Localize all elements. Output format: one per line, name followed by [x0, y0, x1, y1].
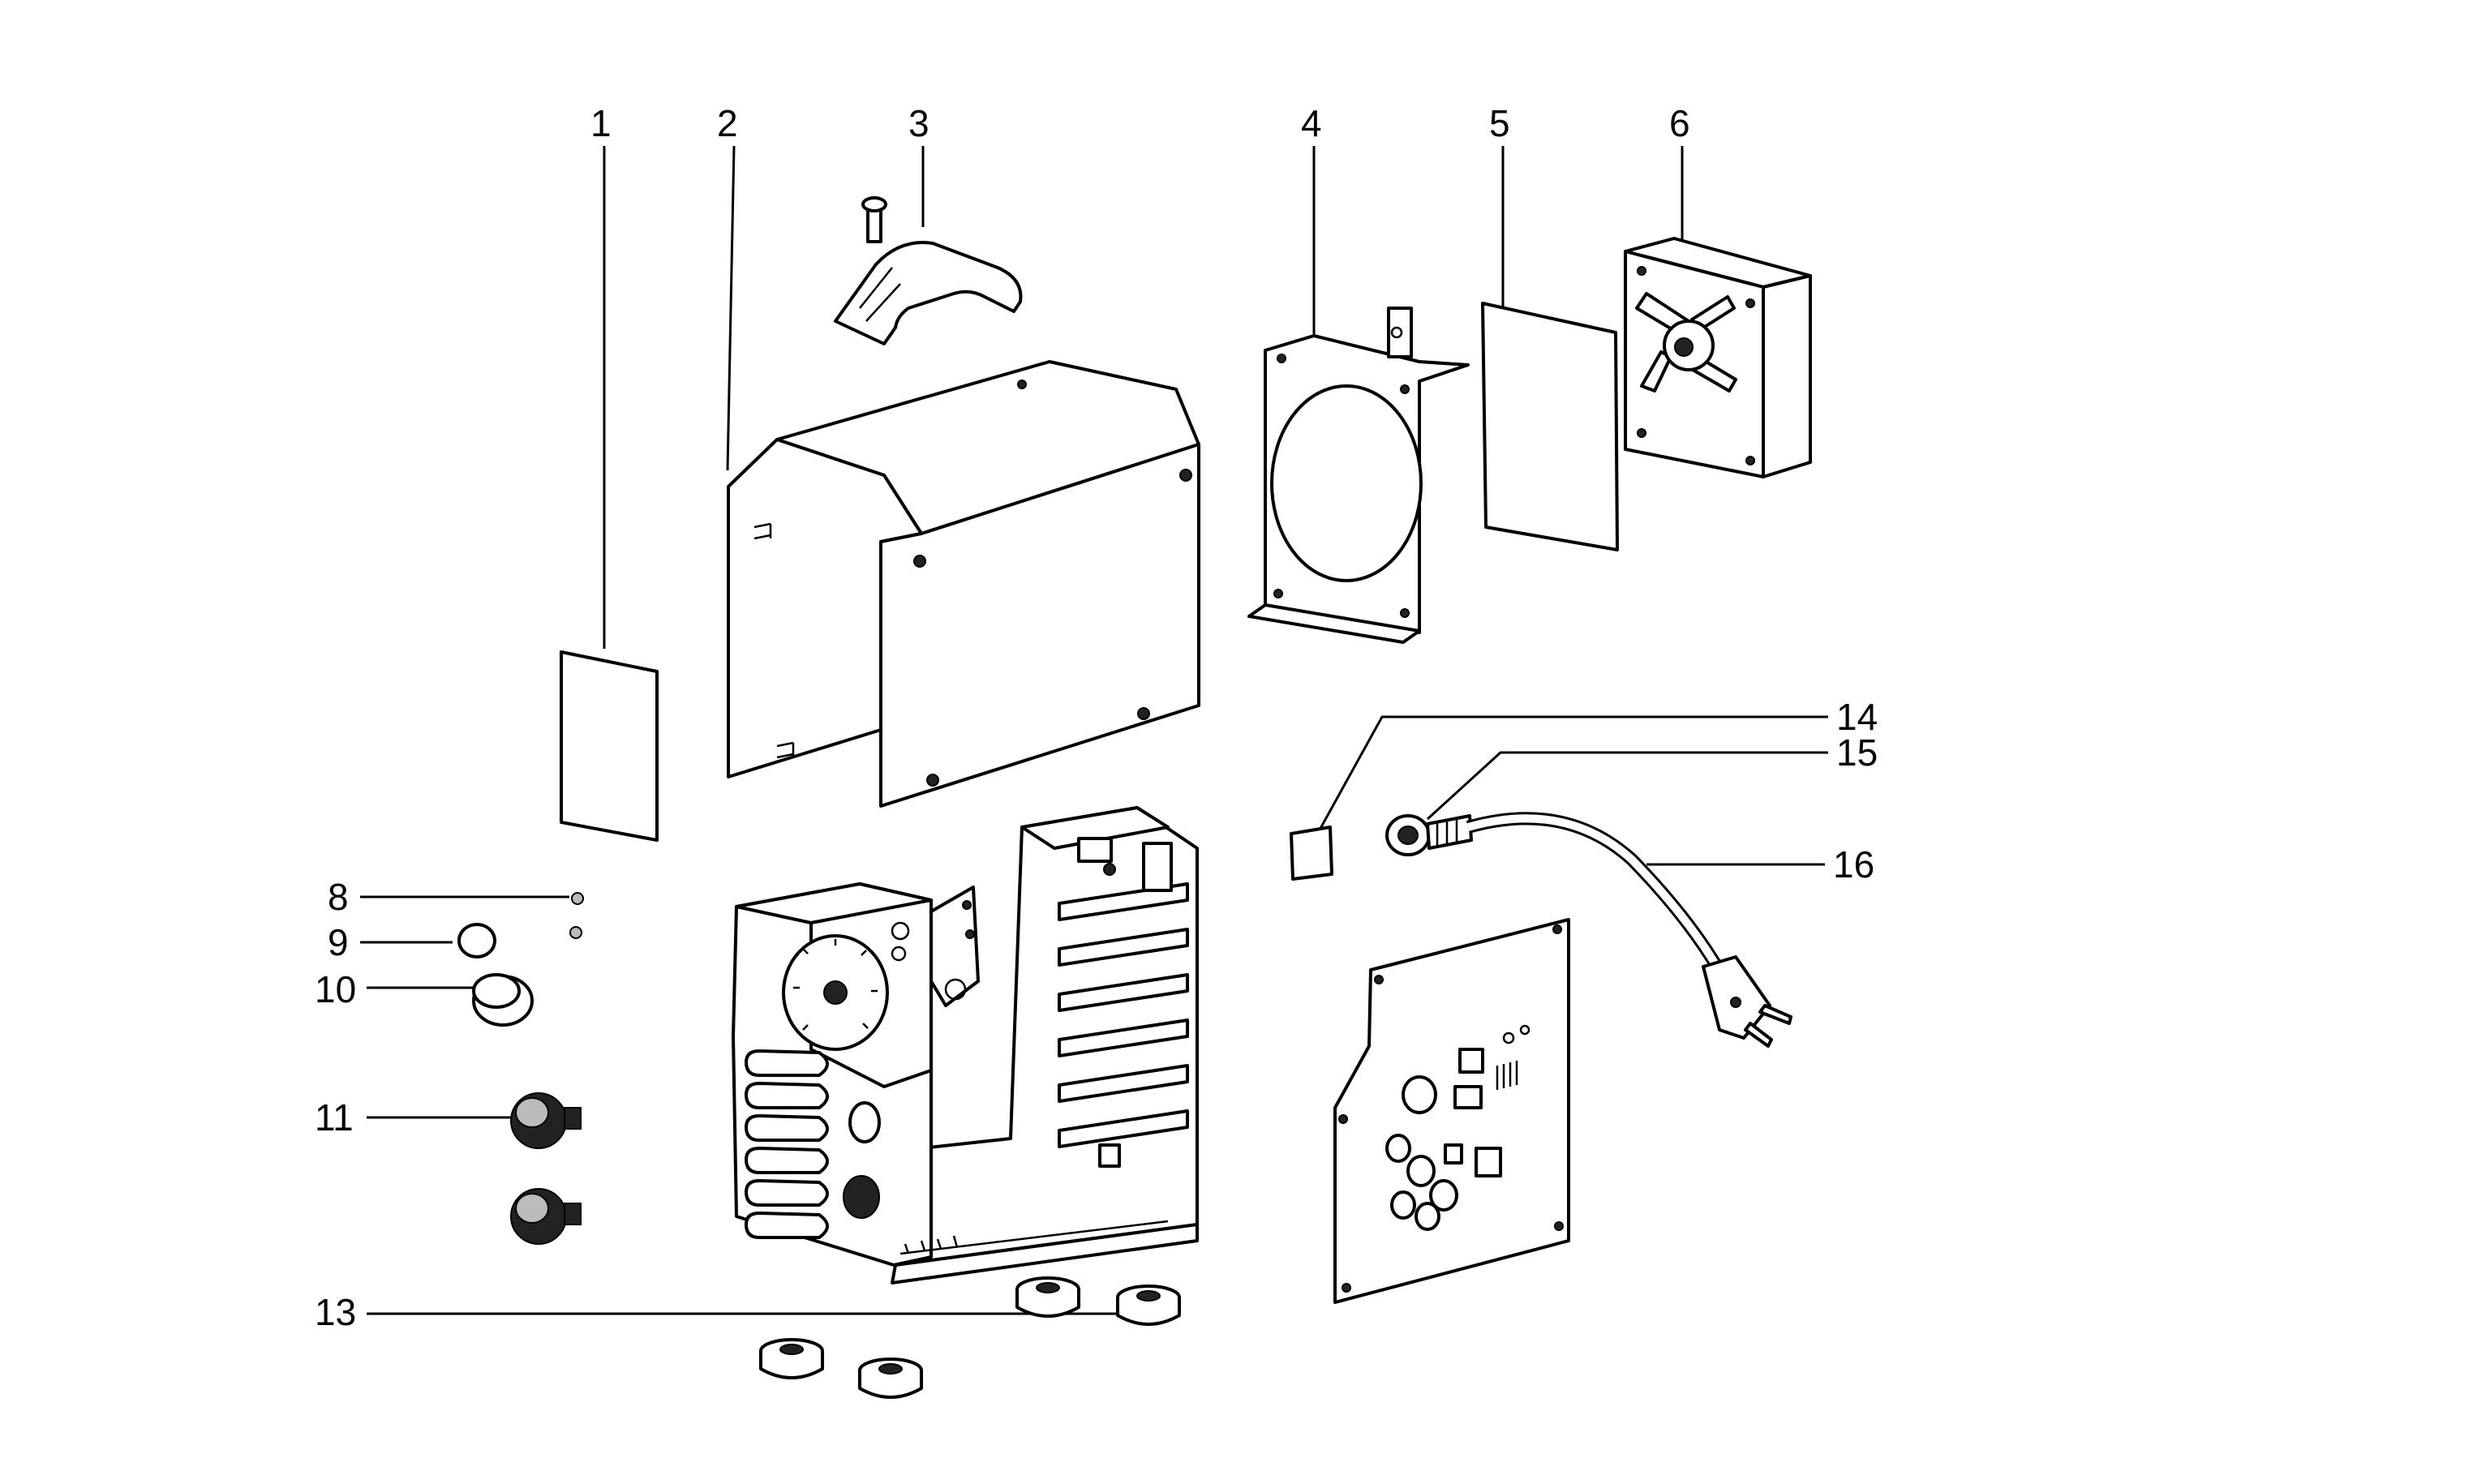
part-16-mains-cable [1466, 812, 1792, 1048]
part-15-cable-gland [1385, 814, 1473, 856]
part-4-fan-bracket [1247, 307, 1470, 644]
label-part-8: 8 [328, 876, 349, 918]
part-5-filter-plate [1481, 302, 1619, 551]
part-3-carry-handle [834, 196, 1023, 345]
part-13-rubber-foot-a [1015, 1276, 1080, 1318]
part-11-terminal-socket [510, 1092, 582, 1149]
label-part-9: 9 [328, 921, 349, 963]
leader-lines [360, 145, 1828, 1315]
part-10-control-knob [472, 973, 534, 1027]
label-part-6: 6 [1669, 102, 1690, 144]
part-8-small-nut [571, 892, 584, 905]
part-13-rubber-foot-c [759, 1338, 824, 1379]
label-part-2: 2 [717, 102, 738, 144]
label-part-14: 14 [1836, 696, 1878, 738]
label-part-5: 5 [1489, 102, 1510, 144]
label-part-1: 1 [590, 102, 612, 144]
label-part-4: 4 [1301, 102, 1322, 144]
part-11-terminal-socket-b [510, 1188, 582, 1245]
part-2-housing-cover [727, 360, 1200, 808]
label-part-16: 16 [1833, 843, 1874, 886]
pcb-board [1333, 918, 1570, 1304]
part-13-rubber-foot-b [1116, 1285, 1181, 1326]
label-part-10: 10 [315, 968, 356, 1010]
part-8-small-nut-b [569, 926, 582, 939]
base-chassis [732, 806, 1199, 1285]
label-part-3: 3 [908, 102, 929, 144]
label-part-13: 13 [315, 1291, 356, 1333]
part-9-ring [457, 923, 496, 959]
part-14-small-block [1290, 826, 1333, 881]
part-13-rubber-foot-d [858, 1357, 923, 1399]
dial-scale-marks [793, 939, 878, 1031]
part-6-cooling-fan [1624, 237, 1812, 478]
label-part-15: 15 [1836, 731, 1878, 774]
part-1-label-panel [560, 650, 659, 842]
label-part-11: 11 [315, 1096, 354, 1139]
